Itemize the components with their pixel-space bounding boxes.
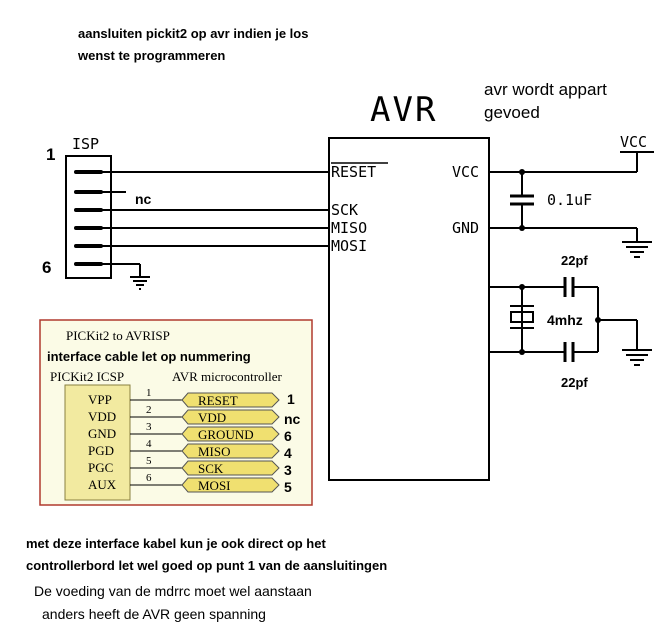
pk-pin-label: VPP xyxy=(88,392,112,407)
decoupling-cap-label: 0.1uF xyxy=(547,191,593,209)
pickit2-header-box xyxy=(64,384,131,501)
pk-pin-label: PGC xyxy=(88,460,114,475)
isp-pin6-label: 6 xyxy=(42,258,52,277)
avr-pin-sck: SCK xyxy=(331,201,359,219)
isp-ground-symbol xyxy=(130,276,150,290)
note-top-line2: wenst te programmeren xyxy=(78,48,226,63)
adapter-left-header: PICKit2 ICSP xyxy=(50,369,125,384)
pk-pin-label: AUX xyxy=(88,477,117,492)
isp-nc-label: nc xyxy=(135,191,152,207)
adapter-subtitle: interface cable let op nummering xyxy=(47,349,251,364)
note-bottom-line3: De voeding van de mdrrc moet wel aanstaa… xyxy=(34,583,312,599)
note-power-line1: avr wordt appart xyxy=(484,80,607,99)
isp-mapping-number: 5 xyxy=(284,479,292,495)
isp-pin1-label: 1 xyxy=(46,145,56,164)
wire-number: 1 xyxy=(146,387,152,399)
pk-pin-label: PGD xyxy=(88,443,115,458)
crystal-cap-top-label: 22pf xyxy=(561,253,588,268)
adapter-inset xyxy=(39,319,313,506)
avr-side-label: RESET xyxy=(198,393,238,408)
wire-number: 3 xyxy=(146,421,152,433)
avr-pin-gnd: GND xyxy=(452,219,480,237)
avr-chip-body xyxy=(328,137,490,481)
avr-side-label: MISO xyxy=(198,444,231,459)
note-bottom-line4: anders heeft de AVR geen spanning xyxy=(42,606,266,622)
pk-pin-label: VDD xyxy=(88,409,117,424)
isp-mapping-number: 3 xyxy=(284,462,292,478)
adapter-arrow-tags xyxy=(181,392,280,493)
note-power-line2: gevoed xyxy=(484,103,540,122)
gnd-ground-symbol xyxy=(622,241,652,258)
note-bottom-line2: controllerbord let wel goed op punt 1 va… xyxy=(26,558,388,573)
isp-pins xyxy=(74,170,103,266)
wire-number: 6 xyxy=(146,472,152,484)
crystal-cap-bottom-label: 22pf xyxy=(561,375,588,390)
avr-side-label: SCK xyxy=(198,461,224,476)
avr-title: AVR xyxy=(370,90,438,130)
isp-mapping-number: 1 xyxy=(287,391,295,407)
avr-side-label: MOSI xyxy=(198,478,231,493)
adapter-title: PICKit2 to AVRISP xyxy=(66,328,170,343)
avr-pin-vcc: VCC xyxy=(452,163,480,181)
avr-side-label: GROUND xyxy=(198,427,254,442)
crystal-symbol xyxy=(510,305,534,329)
isp-connector-body xyxy=(65,155,112,279)
avr-pin-reset: RESET xyxy=(331,163,377,181)
note-top-line1: aansluiten pickit2 op avr indien je los xyxy=(78,26,309,41)
adapter-right-header: AVR microcontroller xyxy=(172,369,282,384)
isp-mapping-number: 6 xyxy=(284,428,292,444)
avr-pin-mosi: MOSI xyxy=(331,237,368,255)
crystal-freq-label: 4mhz xyxy=(547,312,583,328)
isp-title: ISP xyxy=(72,135,100,153)
crystal-ground-symbol xyxy=(622,349,652,366)
isp-mapping-number: 4 xyxy=(284,445,292,461)
vcc-label: VCC xyxy=(620,133,648,151)
isp-mapping-number: nc xyxy=(284,411,301,427)
avr-side-label: VDD xyxy=(198,410,227,425)
wire-number: 5 xyxy=(146,455,152,467)
note-bottom-line1: met deze interface kabel kun je ook dire… xyxy=(26,536,326,551)
adapter-wires xyxy=(130,399,182,486)
wire-number: 2 xyxy=(146,404,152,416)
pk-pin-label: GND xyxy=(88,426,117,441)
wire-number: 4 xyxy=(146,438,152,450)
avr-pin-miso: MISO xyxy=(331,219,368,237)
